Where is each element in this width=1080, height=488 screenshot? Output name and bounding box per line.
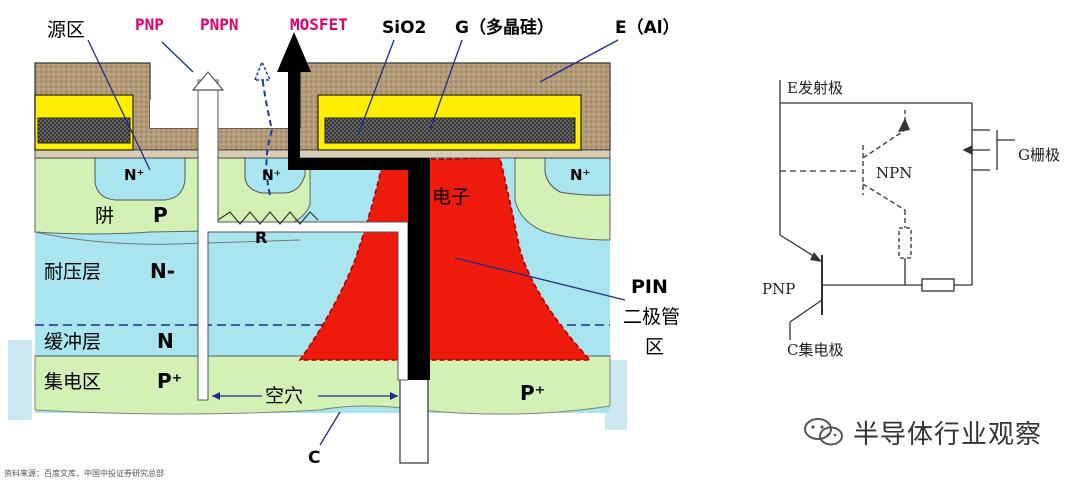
hole-arrowhead-left	[212, 392, 220, 400]
pnp-arrow	[810, 252, 822, 262]
label-resistor: R	[255, 228, 267, 247]
label-p-plus-left: P⁺	[157, 369, 182, 393]
mosfet-electron-path	[288, 70, 430, 380]
label-pin: PIN	[631, 276, 668, 298]
label-pin-diode: 二极管	[623, 306, 680, 328]
label-p-well: P	[153, 203, 168, 227]
pnpn-latch-path	[261, 74, 274, 196]
label-sio2: SiO2	[382, 18, 426, 38]
label-emitter-al: E（Al）	[615, 17, 680, 38]
wechat-icon	[804, 418, 843, 446]
label-n-buffer: N	[157, 329, 174, 353]
label-pnp-circuit: PNP	[762, 280, 795, 298]
left-edge-bar	[8, 340, 32, 420]
npn-collector-dashed	[862, 129, 906, 159]
pnpn-arrow-head	[253, 60, 272, 81]
label-n-plus-left: N⁺	[124, 166, 144, 184]
watermark-text: 半导体行业观察	[853, 419, 1043, 450]
leader-collector	[319, 411, 341, 446]
label-gate-g: G栅极	[1018, 146, 1060, 164]
hole-arrowhead-right	[390, 392, 398, 400]
label-pnpn: PNPN	[200, 15, 239, 34]
mos-arrow	[962, 144, 973, 156]
watermark: 半导体行业观察	[803, 412, 1042, 452]
n-plus-left-region	[94, 157, 186, 201]
n-plus-right-region	[544, 157, 611, 196]
label-emitter-e: E发射极	[787, 79, 843, 97]
label-collector-circuit: C集电极	[787, 341, 843, 359]
label-p-plus-right: P⁺	[520, 381, 545, 405]
mosfet-arrow-head	[277, 32, 311, 72]
label-pnp: PNP	[135, 15, 164, 34]
pnp-collector-lead	[789, 299, 823, 323]
footer-source: 资料来源：百度文库、中国中投证券研究总部	[4, 469, 164, 478]
resistor-symbol	[217, 211, 319, 225]
pnp-current-arrow	[191, 71, 225, 91]
label-n-plus-right: N⁺	[570, 166, 590, 184]
label-hole: 空穴	[265, 385, 303, 407]
label-well: 阱	[95, 205, 114, 227]
leader-emitter	[539, 39, 619, 83]
polysilicon-gate-right	[324, 117, 576, 144]
sio2-layer	[34, 149, 611, 159]
label-collector-c: C	[308, 448, 320, 468]
label-npn: NPN	[876, 164, 912, 182]
leader-pnp	[161, 41, 194, 73]
p-plus-collector-layer	[34, 355, 611, 415]
equivalent-circuit	[779, 80, 1015, 340]
device-cross-section: 源区 PNP PNPN MOSFET SiO2 G（多晶硅） E（Al） N⁺ …	[8, 15, 680, 468]
metal-gap	[150, 100, 300, 128]
label-mosfet: MOSFET	[290, 15, 348, 34]
leader-pin	[454, 257, 626, 301]
label-pin-region: 区	[645, 336, 664, 358]
npn-dashed-resistor	[898, 227, 912, 259]
label-collector-region: 集电区	[44, 371, 101, 393]
well-contour-left	[34, 231, 301, 245]
leader-sio2	[357, 39, 395, 136]
label-source-region: 源区	[47, 19, 85, 41]
npn-emitter-dashed	[862, 183, 906, 211]
label-buffer-layer: 缓冲层	[44, 331, 101, 353]
polysilicon-gate-left	[37, 117, 131, 144]
label-n-minus: N-	[150, 259, 175, 283]
hole-current-path	[197, 79, 409, 401]
label-electron: 电子	[432, 186, 470, 208]
label-drift-layer: 耐压层	[44, 261, 101, 283]
leader-gate	[429, 39, 463, 131]
leader-source	[87, 39, 151, 171]
circuit-labels: E发射极 G栅极 NPN PNP C集电极	[762, 79, 1060, 359]
label-n-plus-mid: N⁺	[262, 168, 281, 184]
label-gate-poly: G（多晶硅）	[455, 17, 554, 38]
npn-arrow	[898, 118, 910, 132]
base-resistor	[921, 278, 955, 292]
collector-contact	[399, 374, 429, 464]
